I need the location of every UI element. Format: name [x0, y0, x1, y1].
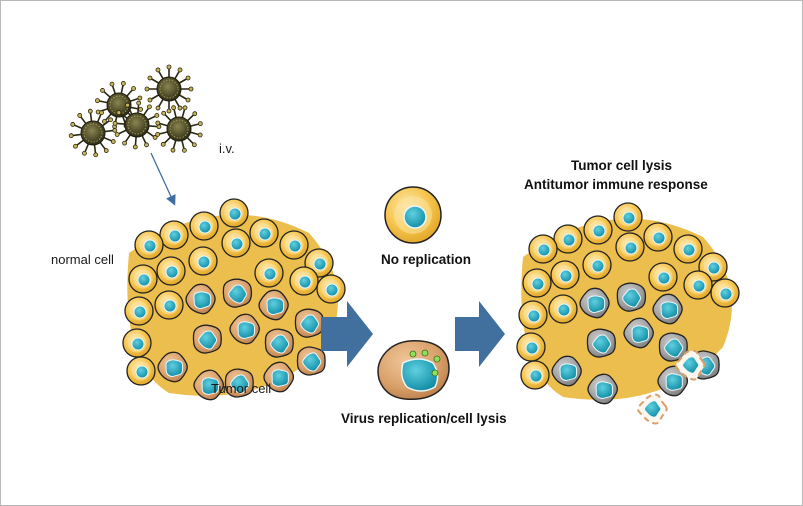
normal-cell	[643, 222, 673, 252]
normal-cell	[221, 228, 251, 258]
lysed-tumor-cell	[657, 365, 689, 397]
normal-cell	[673, 234, 703, 264]
normal-cell	[189, 211, 219, 241]
tumor-cell-label: Tumor cell	[211, 381, 272, 396]
tumor-cell	[229, 313, 260, 345]
tumor-cell	[185, 283, 216, 315]
normal-cell	[615, 232, 645, 262]
normal-cell	[648, 262, 678, 292]
normal-cell	[249, 218, 279, 248]
normal-cell	[279, 230, 309, 260]
virus-particle-dot	[433, 355, 441, 363]
normal-cell	[520, 360, 550, 390]
virus-particle-dot	[409, 350, 417, 358]
normal-cell	[548, 294, 578, 324]
no-replication-label: No replication	[381, 252, 472, 267]
lysed-tumor-cell	[586, 328, 616, 358]
tumor-cell	[263, 361, 295, 393]
normal-cell	[613, 202, 643, 232]
infected-tumor-cell	[377, 339, 450, 401]
normal-cell	[316, 274, 346, 304]
virus-particle	[144, 64, 194, 114]
tumor-cell	[264, 328, 294, 358]
virus-particle	[95, 81, 143, 129]
outcome-title-line1: Tumor cell lysis	[571, 158, 673, 173]
tumor-cell	[222, 278, 253, 308]
normal-cell	[522, 268, 552, 298]
normal-cell	[583, 215, 613, 245]
tumor-cell	[296, 346, 326, 376]
lysed-tumor-cell	[652, 293, 683, 325]
normal-cell	[710, 278, 740, 308]
normal-cell	[254, 258, 284, 288]
virus-replication-label: Virus replication/cell lysis	[341, 411, 507, 426]
tumor-cell	[294, 308, 325, 338]
outcome-title-line2: Antitumor immune response	[524, 177, 708, 192]
normal-cell	[154, 290, 184, 320]
normal-cell	[124, 296, 154, 326]
normal-cell	[134, 230, 164, 260]
lysed-tumor-cell	[587, 373, 618, 405]
virus-particle	[112, 100, 162, 150]
virus-particle-dot	[431, 369, 439, 377]
virus-particle	[68, 108, 118, 158]
tumor-cell	[193, 369, 224, 401]
normal-cell	[126, 356, 156, 386]
route-label-iv: i.v.	[219, 141, 235, 156]
normal-cell	[122, 328, 152, 358]
normal-cell	[156, 256, 186, 286]
lysed-tumor-cell	[579, 287, 610, 319]
lysed-tumor-cell	[623, 317, 654, 349]
normal-cell	[188, 246, 218, 276]
tumor-cell	[157, 351, 188, 383]
virus-particle	[155, 105, 203, 153]
normal-cell-label: normal cell	[51, 252, 114, 267]
normal-cell	[128, 264, 158, 294]
normal-cell	[219, 198, 249, 228]
injection-arrow	[150, 152, 176, 206]
tumor-cell	[258, 289, 289, 321]
tumor-cell	[192, 324, 222, 354]
normal-cell	[550, 260, 580, 290]
virus-particle-dot	[421, 349, 429, 357]
normal-cell	[289, 266, 319, 296]
normal-cell	[582, 250, 612, 280]
single-normal-cell	[384, 186, 442, 244]
lysing-cell-debris	[636, 393, 668, 425]
normal-cell	[159, 220, 189, 250]
flow-arrow-2	[455, 301, 505, 367]
lysed-tumor-cell	[658, 332, 688, 362]
normal-cell	[683, 270, 713, 300]
normal-cell	[516, 332, 546, 362]
tumor-cell	[224, 368, 254, 398]
lysed-tumor-cell	[551, 355, 582, 387]
normal-cell	[553, 224, 583, 254]
lysed-tumor-cell	[616, 282, 647, 312]
normal-cell	[528, 234, 558, 264]
flow-arrow-1	[321, 301, 373, 367]
virus-group	[68, 64, 203, 158]
lysing-cell-debris	[675, 349, 706, 381]
normal-cell	[518, 300, 548, 330]
tumor-cluster-initial	[122, 198, 346, 401]
tumor-cluster-lysed	[516, 202, 740, 425]
